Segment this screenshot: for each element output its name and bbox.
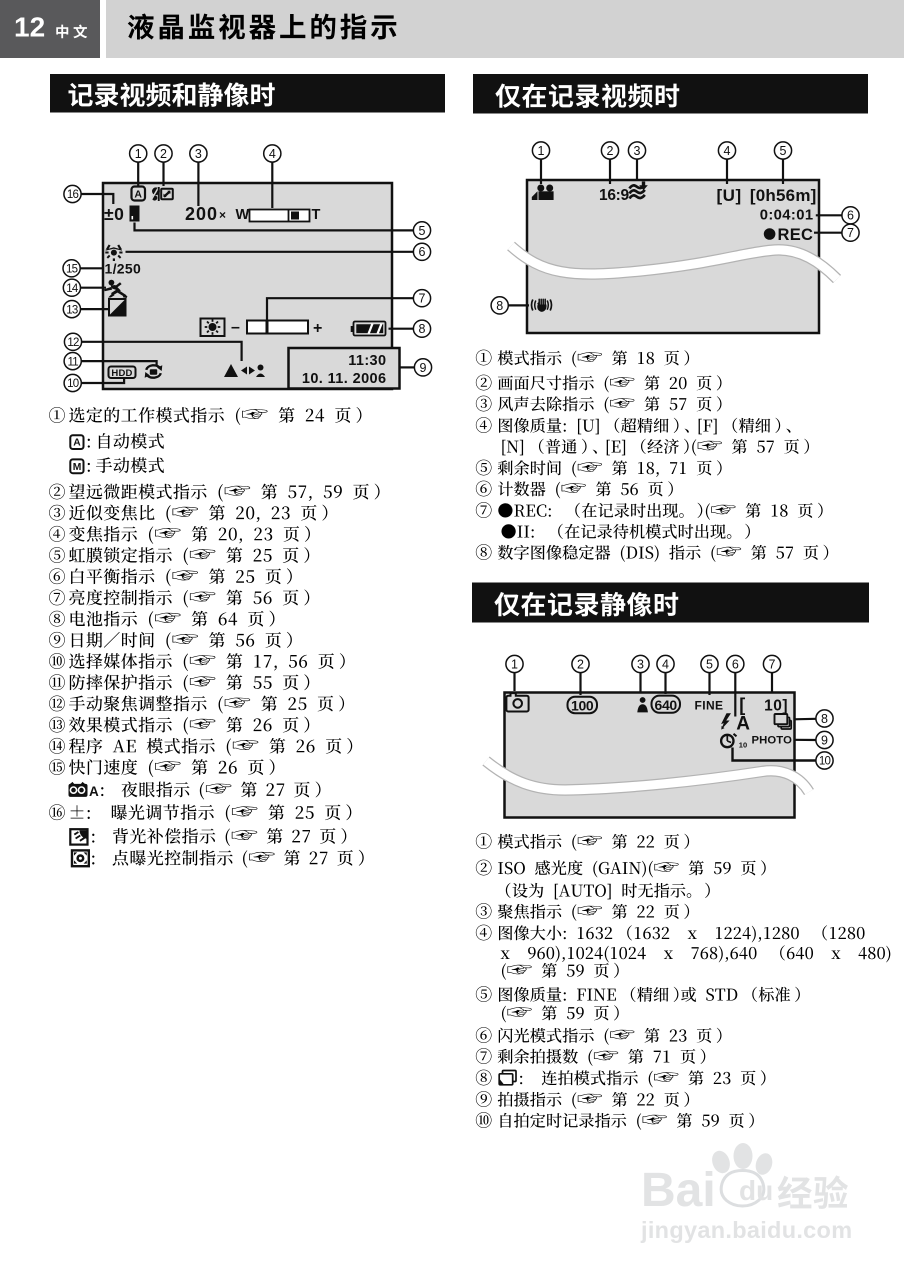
svg-text:10: 10 [739,740,747,749]
svg-text:3: 3 [637,657,644,671]
svg-text:10: 10 [819,756,831,768]
svg-text:[0h56m]: [0h56m] [750,186,817,205]
svg-text:5: 5 [780,144,787,158]
svg-text:16:9: 16:9 [599,187,630,204]
svg-text:2: 2 [607,144,614,158]
svg-text:7: 7 [769,657,776,671]
svg-text:3: 3 [634,144,641,158]
svg-text:M: M [73,462,82,473]
svg-text:2: 2 [577,657,584,671]
svg-text:×: × [219,208,226,222]
svg-text:[U]: [U] [717,186,742,205]
svg-text:11: 11 [68,356,79,368]
svg-text:1: 1 [135,147,142,161]
svg-text:Bai: Bai [641,1164,716,1217]
svg-text:100: 100 [571,697,594,713]
svg-text:10: 10 [67,378,79,390]
svg-text:A: A [73,438,81,449]
svg-text:W: W [236,207,250,223]
svg-text:A: A [134,189,142,201]
svg-text:2: 2 [160,147,167,161]
svg-text:3: 3 [195,147,202,161]
svg-text:4: 4 [662,657,669,671]
svg-text:du: du [739,1175,773,1206]
svg-text:12: 12 [67,337,79,349]
svg-text:16: 16 [67,189,79,201]
svg-text:1: 1 [511,657,518,671]
svg-text:jingyan.baidu.com: jingyan.baidu.com [640,1217,852,1243]
svg-text:8: 8 [821,712,828,726]
svg-text:7: 7 [419,292,426,306]
svg-text:1/250: 1/250 [105,261,142,277]
svg-text:9: 9 [420,361,427,375]
svg-text:15: 15 [66,264,78,276]
svg-text:10. 11. 2006: 10. 11. 2006 [302,371,387,387]
svg-text:PHOTO: PHOTO [752,735,793,747]
svg-text:640: 640 [654,697,677,713]
svg-text:A: A [89,784,99,799]
svg-text:13: 13 [66,304,78,316]
svg-text:4: 4 [724,144,731,158]
svg-text:5: 5 [706,657,713,671]
svg-text:6: 6 [732,657,739,671]
svg-text:HDD: HDD [111,368,132,379]
svg-text:200: 200 [185,204,218,224]
svg-text:+: + [313,320,322,337]
svg-text:11:30: 11:30 [348,353,386,369]
svg-text:T: T [312,207,321,223]
svg-text:5: 5 [419,224,426,238]
svg-text:REC: REC [778,226,814,244]
svg-text:±0: ±0 [104,204,124,224]
svg-text:9: 9 [821,733,828,747]
svg-text:8: 8 [419,322,426,336]
svg-text:14: 14 [66,283,79,295]
svg-text:[: [ [739,695,745,715]
svg-text:7: 7 [847,226,854,240]
svg-text:–: – [231,319,240,336]
svg-text:1: 1 [538,144,545,158]
svg-text:8: 8 [496,299,503,313]
svg-text:FINE: FINE [695,698,724,712]
svg-text:A: A [736,714,750,735]
svg-text:12: 12 [14,12,45,43]
svg-text:0:04:01: 0:04:01 [760,208,814,224]
svg-text:4: 4 [269,147,276,161]
svg-text:10]: 10] [764,698,788,715]
svg-text:6: 6 [419,245,426,259]
svg-text:6: 6 [847,209,854,223]
